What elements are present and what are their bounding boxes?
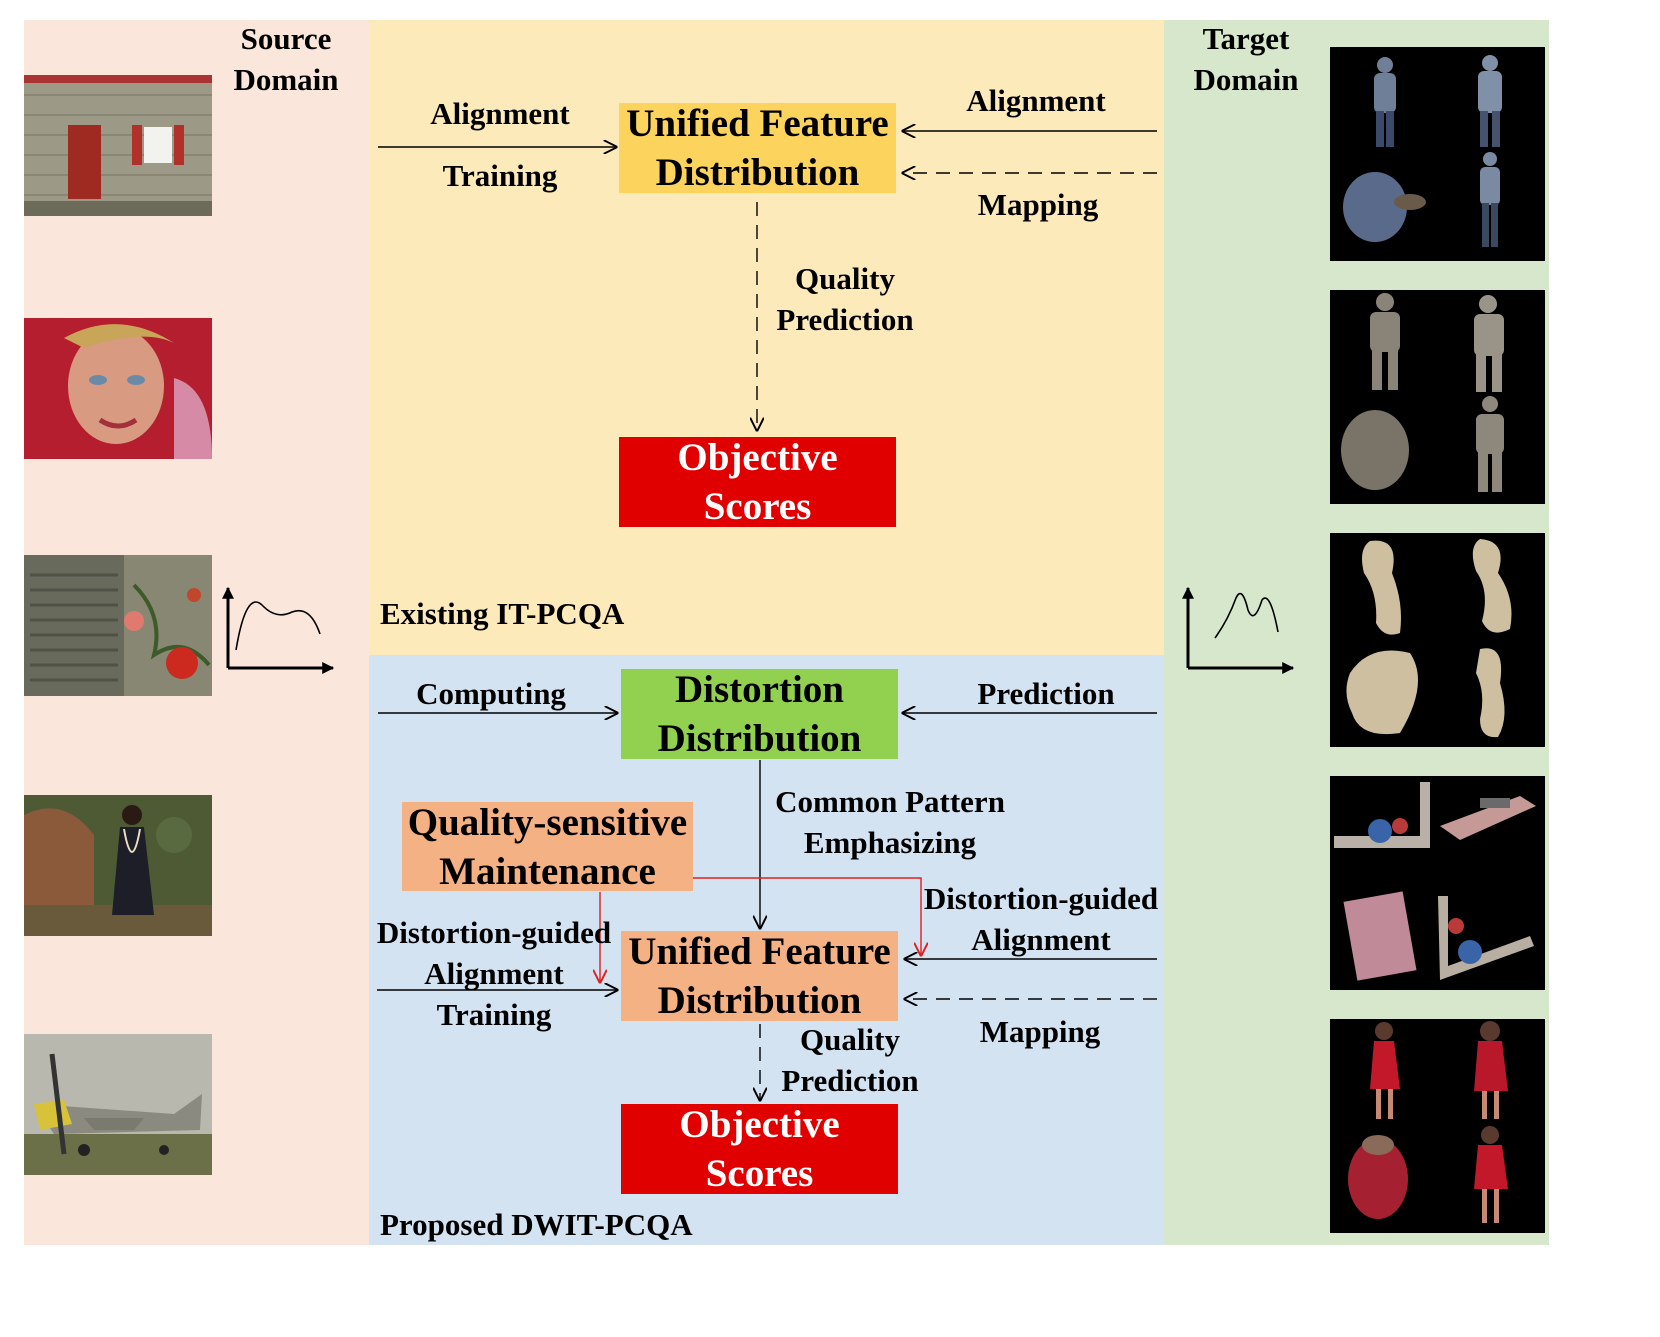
proposed-mapping-label: Mapping [979, 1014, 1101, 1049]
proposed-method-caption: Proposed DWIT-PCQA [380, 1207, 693, 1242]
computing-label: Computing [416, 676, 566, 711]
existing-right-alignment-label: Alignment [966, 83, 1106, 118]
fighter-plane-photo [24, 1034, 212, 1175]
existing-left-training-label: Training [442, 158, 558, 193]
existing-right-mapping-label: Mapping [977, 187, 1099, 222]
existing-left-alignment-label: Alignment [430, 96, 570, 131]
distribution-curve-icon [1182, 586, 1295, 674]
distribution-curve-icon [222, 586, 335, 674]
house-photo [24, 75, 212, 216]
flower-shutter-photo [24, 555, 212, 696]
woman-portrait-photo [24, 318, 212, 459]
point-cloud-man [1330, 47, 1545, 261]
maintenance-red-arrow-right [693, 877, 921, 955]
point-cloud-soldier [1330, 290, 1545, 504]
woman-in-garden-photo [24, 795, 212, 936]
point-cloud-bone [1330, 533, 1545, 747]
point-cloud-objects [1330, 776, 1545, 990]
existing-method-caption: Existing IT-PCQA [380, 596, 625, 631]
prediction-label: Prediction [977, 676, 1115, 711]
point-cloud-woman-red-dress [1330, 1019, 1545, 1233]
